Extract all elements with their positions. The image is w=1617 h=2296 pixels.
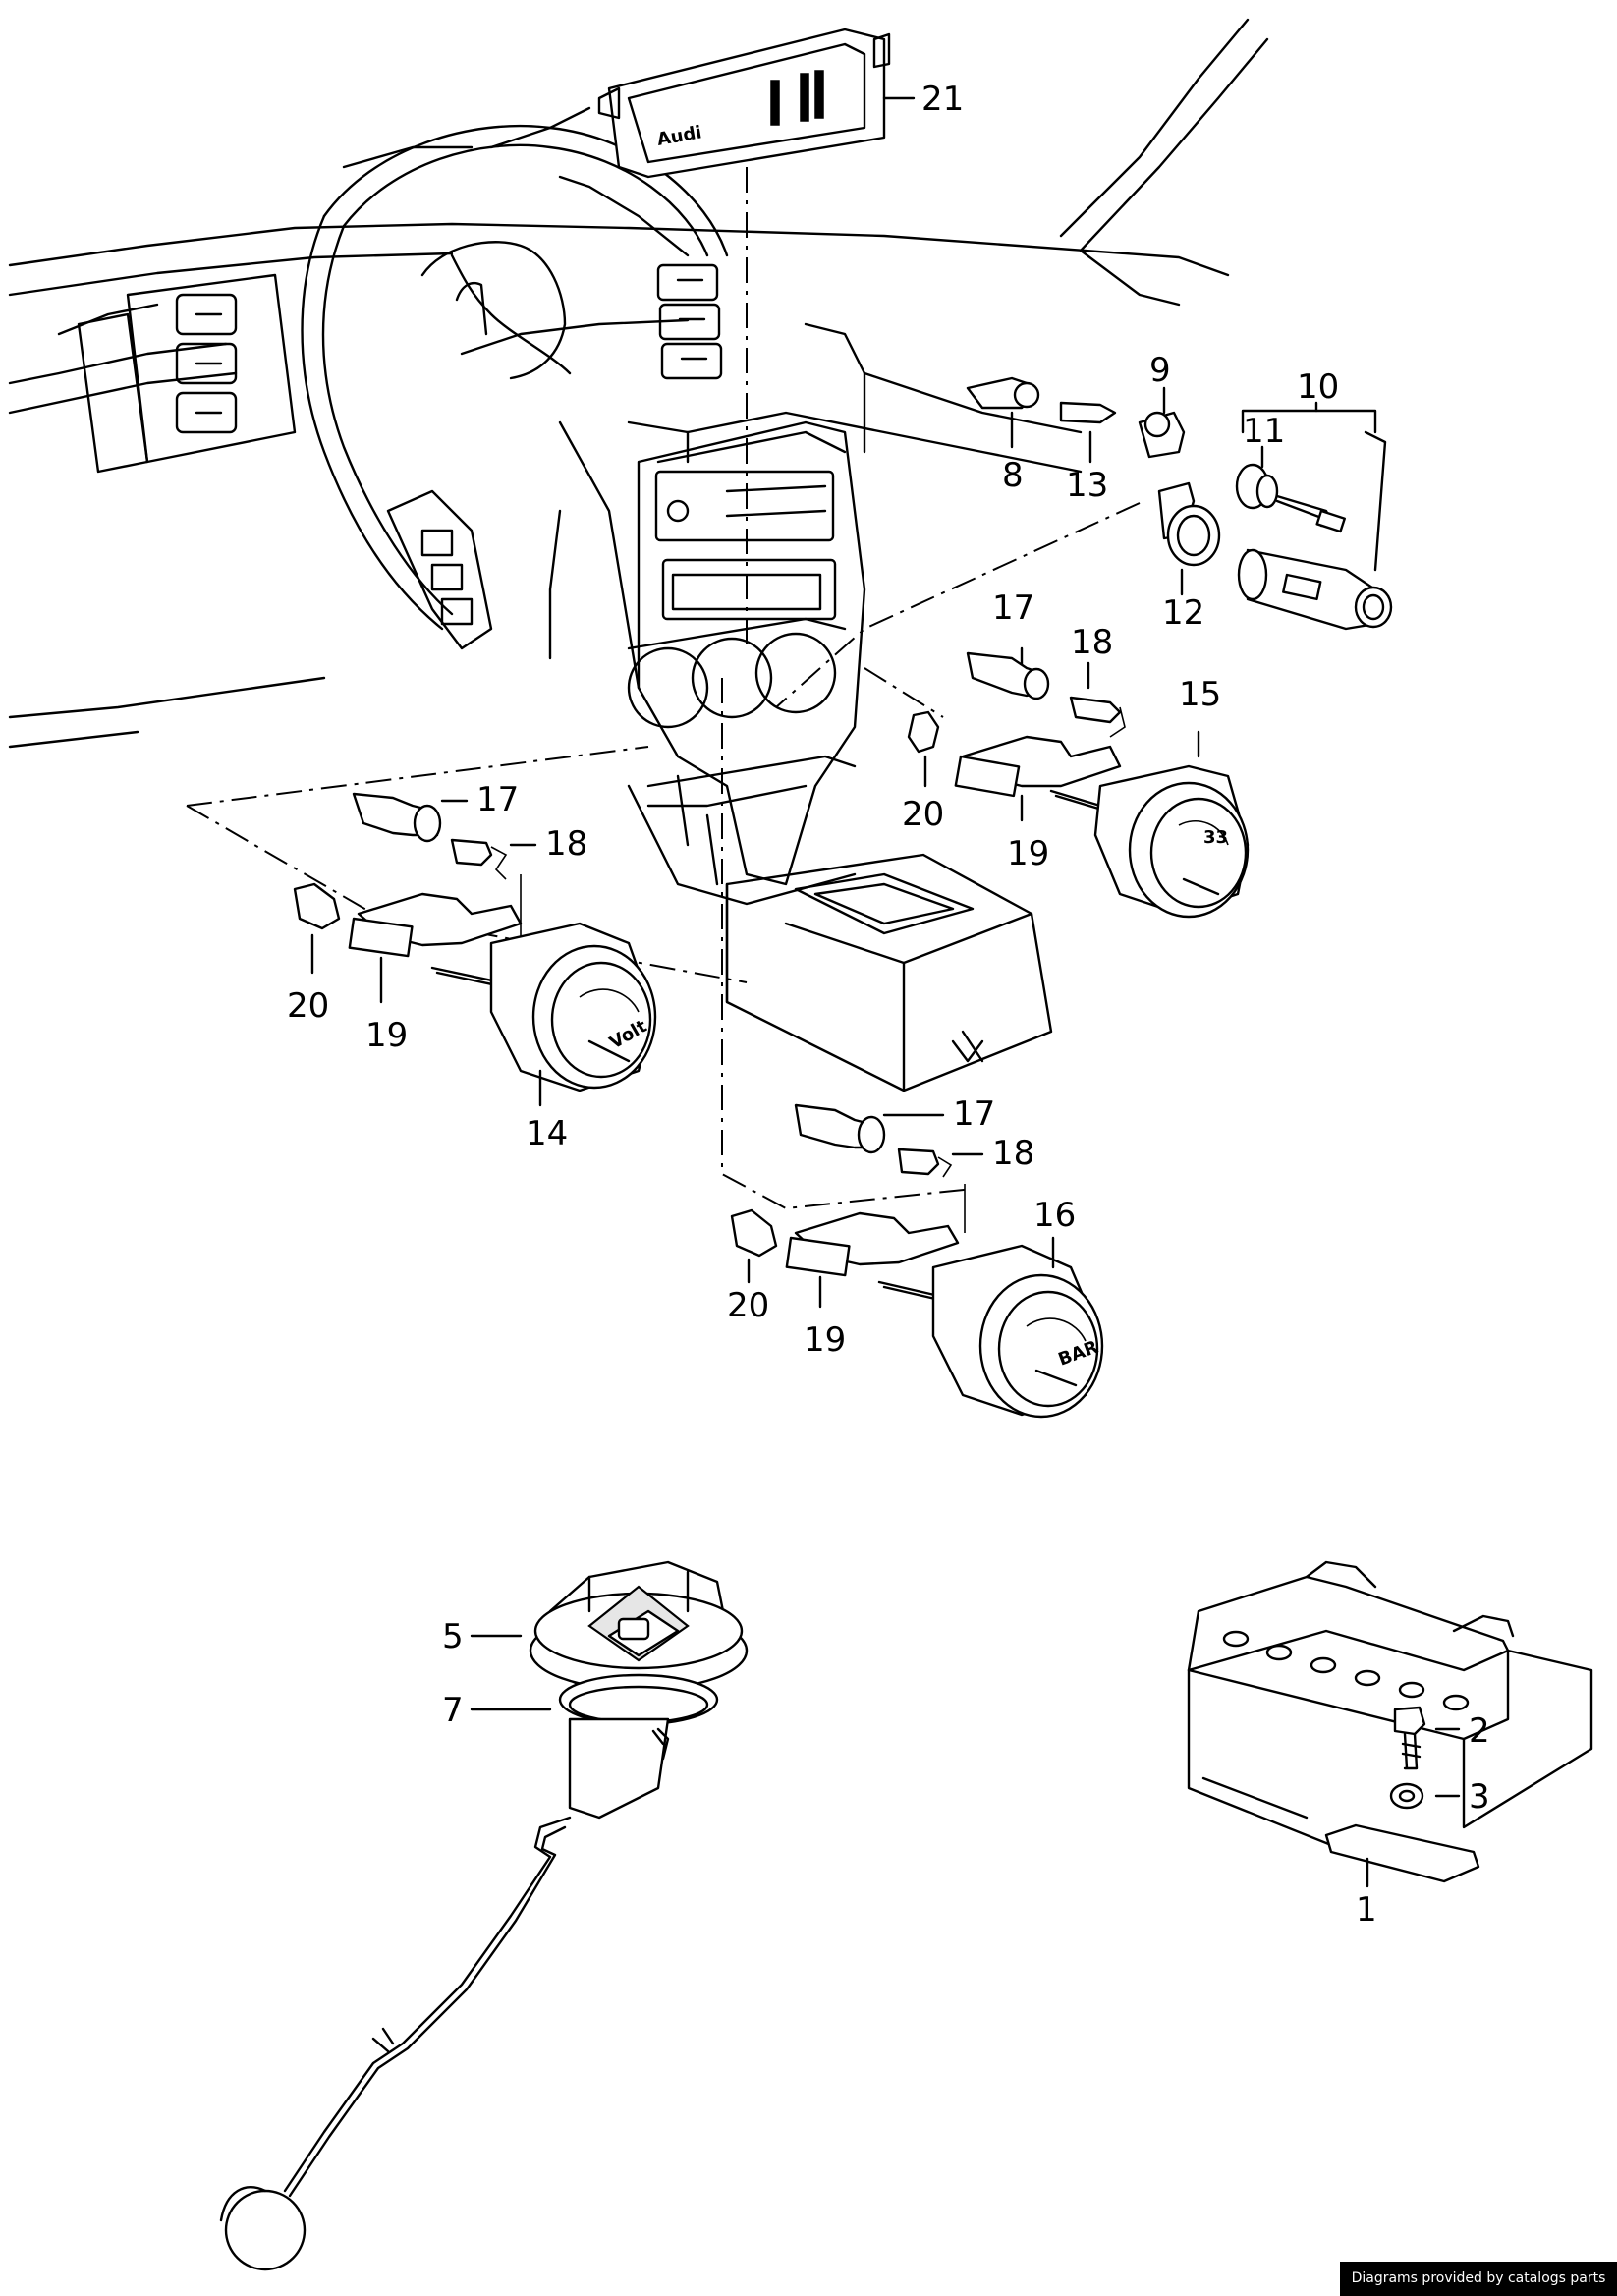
- part-9-bulb-socket: 9: [1138, 351, 1186, 459]
- fuel-sender-group: 5 7: [219, 1560, 749, 2271]
- callout-8: 8: [1002, 456, 1024, 495]
- callout-15: 15: [1179, 675, 1221, 714]
- callout-18-bottom: 18: [992, 1134, 1034, 1173]
- dashboard-outline: [8, 18, 1269, 749]
- console-tunnel: [725, 853, 1053, 1092]
- callout-20-bottom: 20: [727, 1286, 769, 1325]
- leader-dash-gauge16: [721, 678, 974, 1210]
- part-21-display-panel: Audi 21: [597, 28, 964, 179]
- part-11-lighter-socket: [1237, 548, 1393, 631]
- callout-19-bottom: 19: [804, 1320, 846, 1360]
- gauge-14-group: 17 18 20 19 Volt 14: [287, 780, 657, 1153]
- callout-17-left: 17: [476, 780, 519, 819]
- callout-18-top: 18: [1071, 623, 1113, 662]
- callout-1: 1: [1356, 1890, 1377, 1930]
- callout-14: 14: [526, 1114, 568, 1153]
- part-12-lighter-ring: 12: [1157, 481, 1221, 633]
- gauge-15-group: 17 18 20 19 33 15: [902, 588, 1250, 919]
- right-switch-stack: [656, 263, 723, 380]
- gauge-15-face-label: 33: [1203, 827, 1228, 848]
- callout-20-left: 20: [287, 986, 329, 1026]
- callout-3: 3: [1469, 1777, 1490, 1817]
- gauge-16-group: 17 18 20 19 BAR 16: [727, 1094, 1104, 1419]
- part-8-bulb-holder: 8: [966, 376, 1040, 495]
- callout-11: 11: [1243, 412, 1285, 451]
- instrument-cluster: [77, 241, 567, 474]
- callout-13: 13: [1066, 466, 1108, 505]
- callout-2: 2: [1469, 1711, 1490, 1751]
- left-switch-panel: [175, 293, 493, 650]
- callout-16: 16: [1033, 1196, 1076, 1235]
- callout-9: 9: [1149, 351, 1171, 390]
- part-11-lighter-insert: 11: [1235, 412, 1346, 533]
- credit-badge: Diagrams provided by catalogs parts: [1340, 2262, 1617, 2296]
- callout-10: 10: [1297, 367, 1339, 407]
- callout-17-top: 17: [992, 588, 1034, 628]
- callout-19-left: 19: [365, 1016, 408, 1055]
- battery-group: 2 3 1: [1187, 1560, 1593, 1930]
- part-10-bracket: 10: [1241, 367, 1387, 572]
- callout-20-right: 20: [902, 795, 944, 834]
- callout-21: 21: [921, 80, 964, 119]
- part-13-bulb: 13: [1059, 401, 1117, 505]
- callout-18-left: 18: [545, 824, 587, 864]
- callout-5: 5: [442, 1617, 464, 1656]
- callout-17-bottom: 17: [953, 1094, 995, 1134]
- leader-dash-gauge15: [864, 667, 944, 718]
- callout-19-right: 19: [1007, 834, 1049, 873]
- leader-dash-lighter: [775, 502, 1141, 708]
- callout-12: 12: [1162, 593, 1204, 633]
- callout-7: 7: [442, 1691, 464, 1730]
